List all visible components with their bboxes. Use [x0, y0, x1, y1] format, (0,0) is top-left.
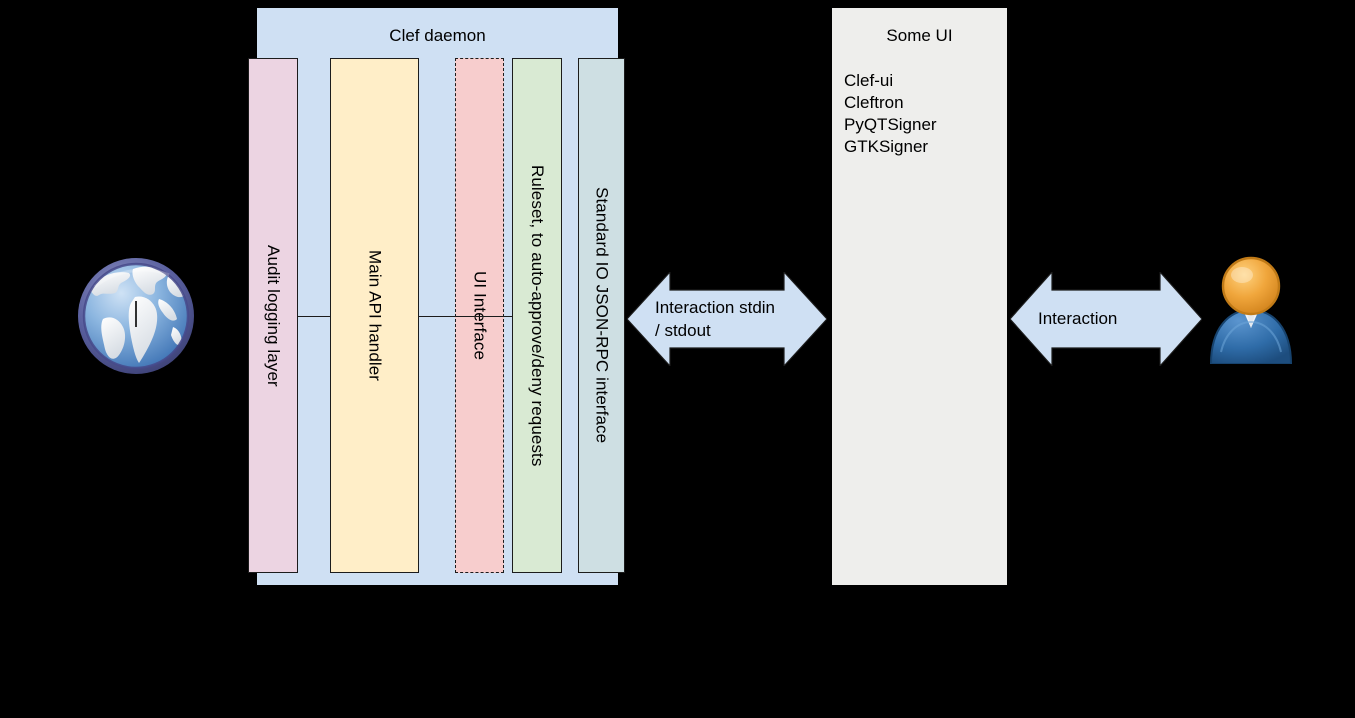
some-ui-panel: Some UI Clef-ui Cleftron PyQTSigner GTKS… [832, 8, 1007, 585]
lane-label: UI Interface [470, 270, 490, 361]
globe-icon [73, 253, 199, 379]
lane-label: Ruleset, to auto-approve/deny requests [528, 164, 547, 467]
connector-line-api-to-ruleset [418, 316, 504, 317]
list-item: GTKSigner [844, 137, 929, 156]
lane-label: Main API handler [365, 249, 385, 382]
clef-daemon-title: Clef daemon [389, 26, 486, 45]
list-item: PyQTSigner [844, 115, 937, 134]
person-icon [1203, 252, 1299, 365]
interaction-stdio-arrow [627, 272, 827, 366]
lane-label: Audit logging layer [264, 244, 283, 387]
interaction-user-arrow [1010, 272, 1202, 366]
lane-ui-interface[interactable]: UI Interface [455, 58, 504, 573]
connector-line-audit-to-api [298, 316, 331, 317]
connector-line-ui-to-ruleset [504, 316, 513, 317]
interaction-user-label: Interaction [1038, 309, 1118, 328]
some-ui-title: Some UI [886, 26, 953, 45]
lane-standard-io-jsonrpc-interface[interactable]: Standard IO JSON-RPC interface [578, 58, 625, 573]
list-item: Cleftron [844, 93, 904, 112]
lane-audit-logging-layer[interactable]: Audit logging layer [248, 58, 298, 573]
lane-main-api-handler[interactable]: Main API handler [330, 58, 419, 573]
interaction-stdio-label: Interaction stdin / stdout [655, 298, 776, 340]
list-item: Clef-ui [844, 71, 894, 90]
lane-ruleset[interactable]: Ruleset, to auto-approve/deny requests [512, 58, 562, 573]
lane-label: Standard IO JSON-RPC interface [592, 187, 612, 444]
some-ui-list: Clef-ui Cleftron PyQTSigner GTKSigner [844, 70, 937, 158]
clef-daemon-container: Clef daemon [257, 8, 618, 585]
